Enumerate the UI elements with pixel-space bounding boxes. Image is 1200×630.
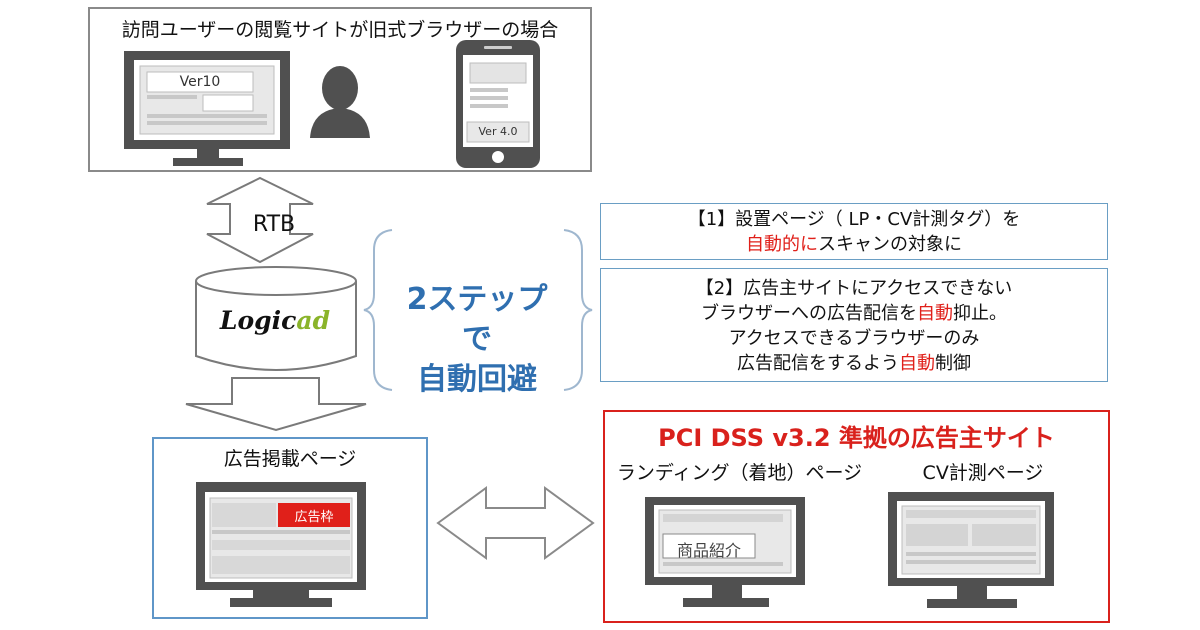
step1-line2-red: 自動的に <box>746 234 818 255</box>
two-step-line2: 自動回避 <box>417 362 537 397</box>
product-intro-label: 商品紹介 <box>676 541 741 560</box>
logicad-logo: Logicad <box>210 306 340 335</box>
database-cylinder-icon <box>195 266 357 371</box>
cv-page-title: CV計測ページ <box>922 462 1044 484</box>
pci-title: PCI DSS v3.2 準拠の広告主サイト <box>658 424 1055 452</box>
landing-page-monitor-icon <box>645 497 805 607</box>
step2-line3: アクセスできるブラウザーのみ <box>728 328 980 349</box>
left-brace <box>363 229 393 391</box>
step2-line4-a: 広告配信をするよう <box>737 353 899 374</box>
pci-advertiser-panel <box>603 410 1110 623</box>
old-browser-title: 訪問ユーザーの閲覧サイトが旧式ブラウザーの場合 <box>121 19 559 41</box>
desktop-monitor-icon <box>124 51 290 166</box>
step2-line4: 広告配信をするよう自動制御 <box>601 351 1107 376</box>
rtb-label: RTB <box>252 212 296 237</box>
two-step-heading: 2ステップで 自動回避 <box>392 280 562 400</box>
landing-page-title: ランディング（着地）ページ <box>616 462 863 484</box>
step2-line2-b: 抑止。 <box>953 303 1007 324</box>
step2-line2-a: ブラウザーへの広告配信を <box>701 303 917 324</box>
step1-line1: 【1】設置ページ（ LP・CV計測タグ）を <box>687 209 1021 230</box>
ad-page-panel <box>152 437 428 619</box>
step2-box: 【2】広告主サイトにアクセスできない ブラウザーへの広告配信を自動抑止。 アクセ… <box>600 268 1108 382</box>
ad-slot-box <box>278 503 350 527</box>
down-arrow <box>185 377 367 432</box>
step2-line1: 【2】広告主サイトにアクセスできない <box>695 278 1013 299</box>
step2-line2-red: 自動 <box>917 303 953 324</box>
step1-line2-rest: スキャンの対象に <box>818 234 962 255</box>
smartphone-icon <box>456 40 540 168</box>
desktop-version-label: Ver10 <box>179 74 221 90</box>
cv-page-monitor-icon <box>888 492 1054 608</box>
step2-line4-red: 自動 <box>899 353 935 374</box>
step1-box: 【1】設置ページ（ LP・CV計測タグ）を 自動的にスキャンの対象に <box>600 203 1108 260</box>
ad-slot-label: 広告枠 <box>294 510 334 525</box>
rtb-double-arrow <box>206 176 314 264</box>
step2-line2: ブラウザーへの広告配信を自動抑止。 <box>601 301 1107 326</box>
step1-line2: 自動的にスキャンの対象に <box>601 232 1107 257</box>
step2-line4-b: 制御 <box>935 353 971 374</box>
ad-page-title: 広告掲載ページ <box>223 448 357 470</box>
old-browser-panel <box>88 7 592 172</box>
mobile-version-label: Ver 4.0 <box>478 125 518 138</box>
two-step-line1: 2ステップで <box>406 282 548 357</box>
user-icon <box>310 66 370 138</box>
right-brace <box>563 229 593 391</box>
horizontal-double-arrow <box>436 486 595 560</box>
logicad-logo-part2: ad <box>296 306 331 335</box>
logicad-logo-part1: Logic <box>219 306 297 335</box>
